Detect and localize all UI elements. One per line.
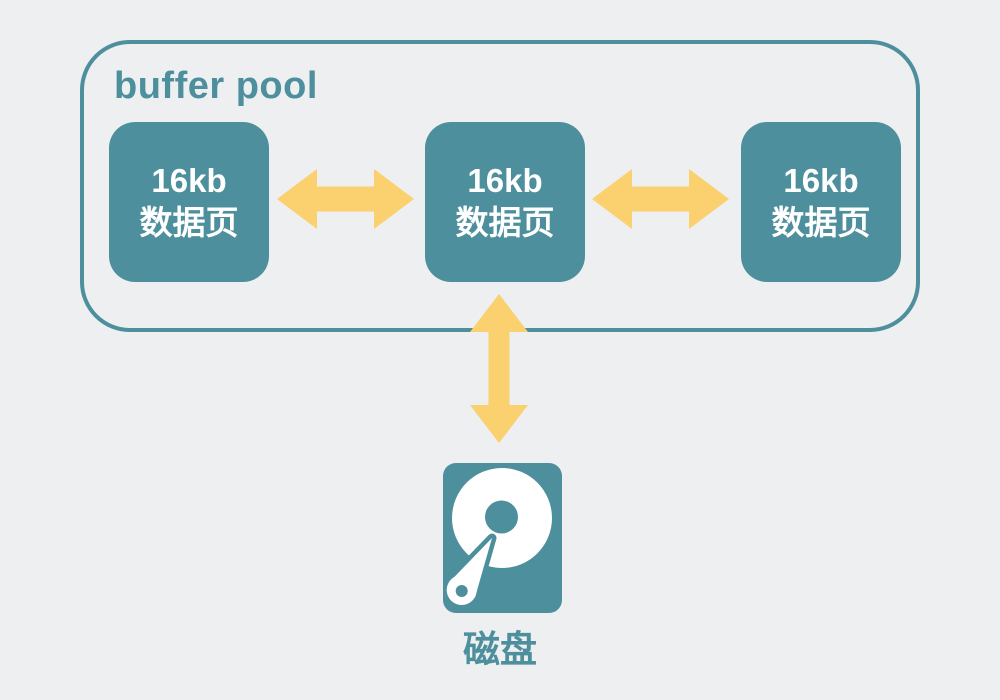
page-size-label: 16kb bbox=[151, 162, 227, 199]
page-size-label: 16kb bbox=[783, 162, 859, 199]
hard-disk-icon bbox=[443, 463, 562, 613]
page-name-label: 数据页 bbox=[139, 204, 239, 241]
data-page-box-1: 16kb 数据页 bbox=[109, 122, 269, 282]
data-page-box-3: 16kb 数据页 bbox=[741, 122, 901, 282]
page-name-label: 数据页 bbox=[455, 204, 555, 241]
left-right-arrow-icon bbox=[592, 169, 729, 229]
data-page-box-2: 16kb 数据页 bbox=[425, 122, 585, 282]
page-name-label: 数据页 bbox=[771, 204, 871, 241]
page-size-label: 16kb bbox=[467, 162, 543, 199]
buffer-pool-title: buffer pool bbox=[114, 65, 318, 107]
left-right-arrow-icon bbox=[277, 169, 414, 229]
disk-label: 磁盘 bbox=[463, 629, 537, 670]
up-down-arrow-icon bbox=[470, 294, 528, 443]
buffer-pool-container: buffer pool 16kb 数据页 16kb 数据页 16kb 数据页 bbox=[80, 40, 920, 332]
